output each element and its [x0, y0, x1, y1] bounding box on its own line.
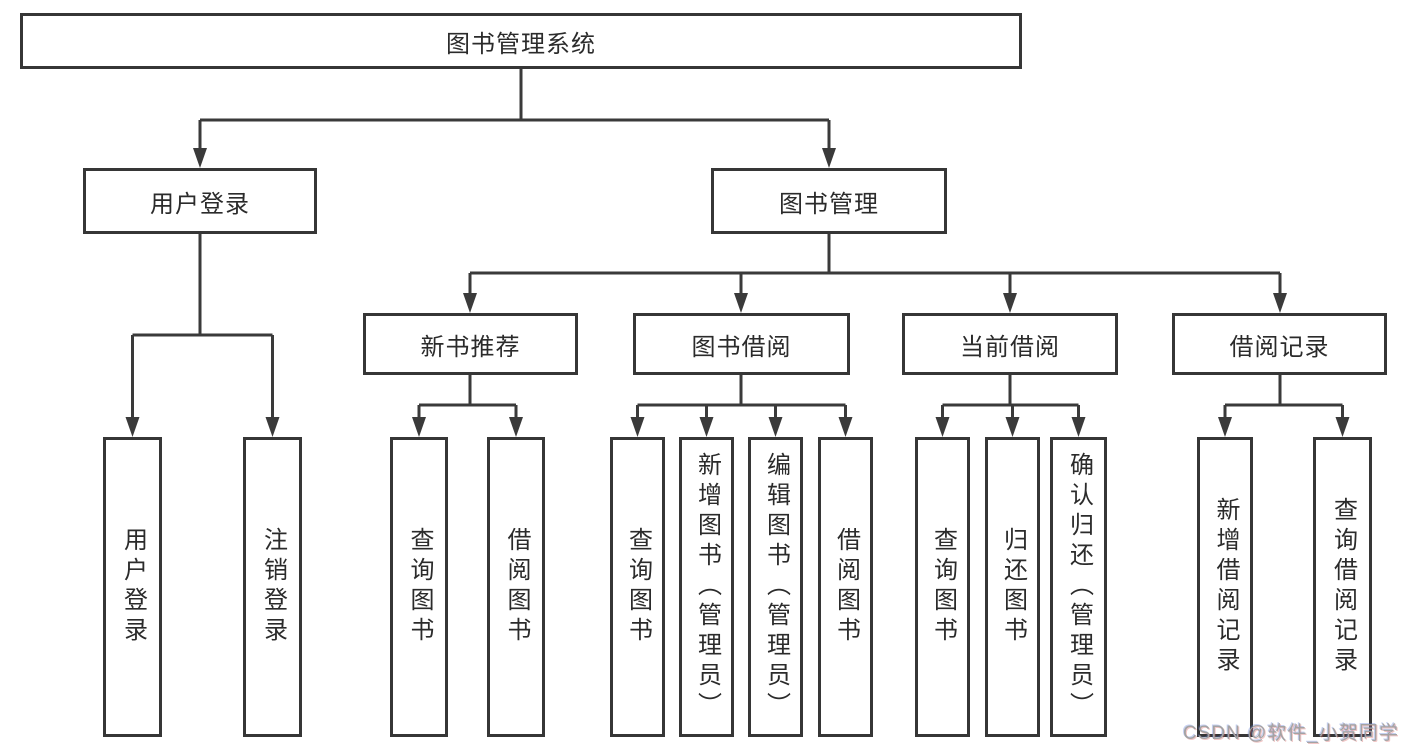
node-book-management: 图书管理: [711, 168, 947, 234]
node-book-borrowing: 图书借阅: [633, 313, 850, 375]
leaf-confirm-return-admin: 确认归还（管理员）: [1050, 437, 1107, 737]
leaf-query-books-borrow: 查询图书: [610, 437, 665, 737]
leaf-add-books-admin: 新增图书（管理员）: [679, 437, 734, 737]
node-borrowing-records: 借阅记录: [1172, 313, 1387, 375]
node-user-login: 用户登录: [83, 168, 317, 234]
node-new-book-recommendation: 新书推荐: [363, 313, 578, 375]
leaf-query-books-recommend: 查询图书: [390, 437, 448, 737]
leaf-borrow-books-recommend: 借阅图书: [487, 437, 545, 737]
leaf-edit-books-admin: 编辑图书（管理员）: [748, 437, 803, 737]
leaf-logout: 注销登录: [243, 437, 302, 737]
leaf-query-borrow-record: 查询借阅记录: [1313, 437, 1372, 737]
leaf-borrow-books: 借阅图书: [818, 437, 873, 737]
node-current-borrowing: 当前借阅: [902, 313, 1118, 375]
leaf-add-borrow-record: 新增借阅记录: [1197, 437, 1253, 737]
leaf-query-books-current: 查询图书: [915, 437, 970, 737]
csdn-watermark: CSDN @软件_小贺同学: [1183, 723, 1399, 744]
leaf-return-books: 归还图书: [985, 437, 1040, 737]
node-root-library-system: 图书管理系统: [20, 13, 1022, 69]
leaf-user-login: 用户登录: [103, 437, 162, 737]
